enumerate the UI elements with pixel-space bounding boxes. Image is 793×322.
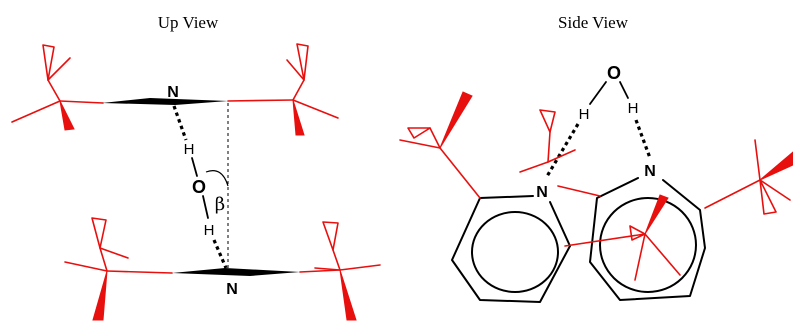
- left-oh-bond: [589, 81, 607, 105]
- right-aromatic-circle: [599, 197, 697, 293]
- right-oh-bond: [619, 81, 629, 99]
- lower-oh-bond: [202, 195, 209, 219]
- upper-hydrogen-label: H: [184, 141, 195, 158]
- angle-beta-label: β: [215, 194, 225, 215]
- left-nitrogen-label: N: [536, 184, 548, 201]
- left-hydrogen-label: H: [579, 106, 590, 123]
- top-left-tert-butyl: [11, 44, 75, 131]
- bottom-right-tert-butyl: [314, 221, 381, 321]
- up-view-title: Up View: [158, 13, 219, 32]
- up-view-panel: Up View N: [11, 13, 381, 321]
- bottom-ring-edge: [172, 268, 300, 276]
- left-side-hydrogen-bond: [544, 123, 580, 179]
- bottom-molecule: N: [64, 217, 381, 321]
- left-pyridine-ring: N: [451, 184, 571, 303]
- side-view-panel: Side View O H H N N: [399, 13, 793, 303]
- lower-hydrogen-bond: [212, 239, 228, 269]
- upper-oh-bond: [191, 157, 198, 177]
- top-right-bond: [227, 99, 294, 102]
- top-left-bond: [59, 100, 104, 104]
- oxygen-label: O: [192, 177, 206, 197]
- bottom-left-tert-butyl: [64, 217, 129, 321]
- lower-hydrogen-label: H: [204, 222, 215, 239]
- bottom-left-bond: [106, 270, 173, 274]
- right-pyridine-ring: N: [589, 163, 706, 301]
- side-view-title: Side View: [558, 13, 629, 32]
- right-hydrogen-label: H: [628, 100, 639, 117]
- bottom-right-bond: [299, 269, 341, 273]
- top-nitrogen-label: N: [167, 84, 179, 101]
- water-oxygen-label: O: [607, 63, 621, 83]
- top-right-tert-butyl: [286, 43, 339, 136]
- top-molecule: N: [11, 43, 339, 136]
- left-aromatic-circle: [471, 211, 559, 293]
- top-ring-edge: [102, 98, 228, 105]
- angle-arc: [205, 170, 229, 187]
- bottom-nitrogen-label: N: [226, 281, 238, 298]
- right-nitrogen-label: N: [644, 163, 656, 180]
- right-side-hydrogen-bond: [634, 119, 652, 159]
- upper-hydrogen-bond: [172, 105, 188, 141]
- side-red-substituents: [399, 91, 793, 281]
